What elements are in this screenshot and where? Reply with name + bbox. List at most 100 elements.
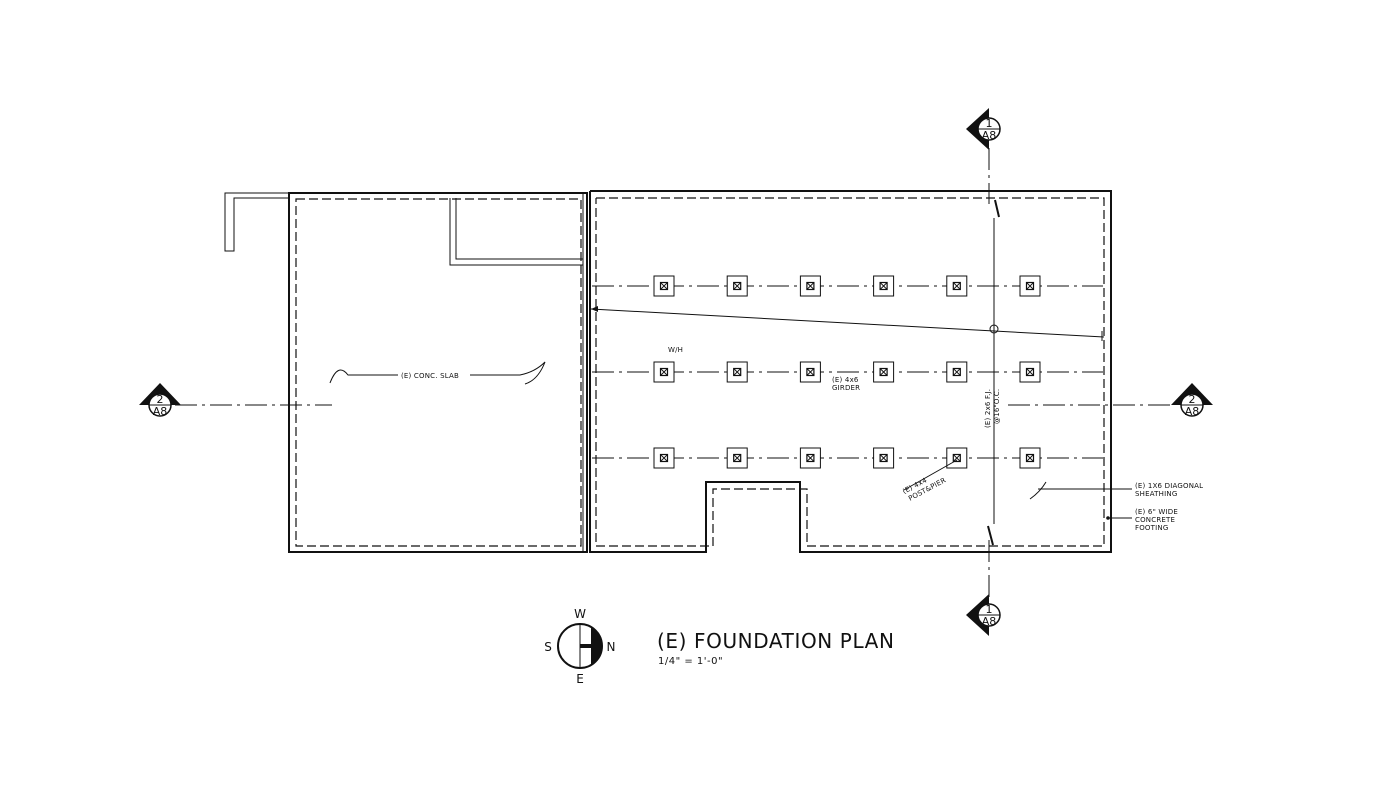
note-water-heater: W/H bbox=[668, 346, 683, 354]
pier bbox=[653, 361, 675, 383]
pier-post bbox=[806, 367, 815, 377]
slab-building bbox=[224, 192, 588, 553]
section-1-tick-top bbox=[994, 199, 1000, 218]
pier bbox=[946, 447, 968, 469]
pier-post-cross bbox=[733, 282, 742, 290]
pier bbox=[873, 361, 895, 383]
pier-post-cross bbox=[1026, 454, 1034, 462]
pier-post bbox=[659, 367, 669, 377]
pier bbox=[1019, 361, 1041, 383]
plan-scale: 1/4" = 1'-0" bbox=[658, 656, 723, 667]
compass-north-fill bbox=[591, 627, 602, 665]
pier bbox=[1019, 275, 1041, 297]
section-marker-number: 2 bbox=[157, 393, 164, 406]
pier-post-cross bbox=[660, 454, 668, 462]
joist-direction-line bbox=[590, 308, 1105, 338]
section-marker-1-bottom: 1 A8 bbox=[966, 594, 1001, 636]
section-marker-1-top: 1 A8 bbox=[966, 108, 1001, 150]
pier-post-cross bbox=[879, 282, 888, 290]
section-marker-sheet: A8 bbox=[1185, 405, 1200, 418]
compass-label-bottom: E bbox=[576, 672, 584, 686]
pier-post bbox=[733, 453, 742, 463]
note-footing-2: CONCRETE bbox=[1135, 516, 1175, 524]
post-pier-leader bbox=[903, 459, 958, 491]
pier-post bbox=[952, 453, 961, 463]
pier-post-cross bbox=[879, 454, 888, 462]
pier-post-cross bbox=[952, 282, 961, 290]
crawlspace-footing-line bbox=[595, 197, 1105, 547]
pier-post bbox=[1025, 281, 1035, 291]
note-footing-1: (E) 6" WIDE bbox=[1135, 508, 1178, 516]
pier bbox=[873, 447, 895, 469]
pier bbox=[1019, 447, 1041, 469]
pier-post bbox=[1025, 453, 1035, 463]
slab-interior-wall bbox=[449, 198, 583, 266]
pier bbox=[726, 447, 748, 469]
section-marker-number: 1 bbox=[986, 117, 993, 130]
slab-footing-line bbox=[295, 198, 582, 547]
pier-post-cross bbox=[733, 454, 742, 462]
pier bbox=[799, 361, 821, 383]
note-floor-joist: (E) 2x6 F.J. bbox=[984, 389, 992, 428]
note-joist-spacing: @16"O.C. bbox=[993, 389, 1001, 424]
pier-post bbox=[733, 281, 742, 291]
slab-outer-wall bbox=[288, 192, 588, 553]
pier-post bbox=[952, 281, 961, 291]
note-girder-size: (E) 4x6 bbox=[832, 376, 859, 384]
pier-post-cross bbox=[1026, 282, 1034, 290]
pier-post-cross bbox=[806, 282, 815, 290]
section-marker-2-left: 2 A8 bbox=[139, 383, 181, 418]
note-sheathing-1: (E) 1X6 DIAGONAL bbox=[1135, 482, 1203, 490]
pier-post bbox=[952, 367, 961, 377]
pier bbox=[799, 447, 821, 469]
crawlspace-outer-wall bbox=[589, 190, 1112, 553]
note-girder: GIRDER bbox=[832, 384, 860, 392]
pier-post bbox=[806, 453, 815, 463]
compass-label-right: N bbox=[607, 640, 616, 654]
pier bbox=[726, 275, 748, 297]
pier-post-cross bbox=[806, 368, 815, 376]
pier bbox=[873, 275, 895, 297]
pier-post-cross bbox=[806, 454, 815, 462]
pier-post bbox=[1025, 367, 1035, 377]
pier-post bbox=[659, 281, 669, 291]
crawlspace-foundation bbox=[589, 190, 1112, 553]
footing-leader-dot bbox=[1106, 516, 1110, 520]
pier-post-cross bbox=[952, 368, 961, 376]
pier bbox=[653, 447, 675, 469]
note-conc-slab: (E) CONC. SLAB bbox=[401, 372, 459, 380]
section-marker-sheet: A8 bbox=[153, 405, 168, 418]
joist-arrow-left bbox=[591, 306, 598, 312]
pier-post-cross bbox=[879, 368, 888, 376]
section-1-tick-bottom bbox=[987, 525, 994, 546]
pier-post bbox=[879, 453, 888, 463]
slab-leader-right bbox=[470, 361, 546, 385]
compass-label-top: W bbox=[574, 607, 586, 621]
pier-post bbox=[806, 281, 815, 291]
pier-post bbox=[733, 367, 742, 377]
pier-grid bbox=[653, 275, 1041, 469]
slab-leader-left bbox=[329, 369, 398, 384]
joist-span-marker bbox=[989, 324, 999, 334]
sheathing-leader bbox=[1029, 481, 1132, 500]
pier-post bbox=[879, 281, 888, 291]
slab-side-stoop bbox=[224, 192, 289, 252]
compass: W S N E bbox=[544, 607, 615, 686]
pier-post-cross bbox=[1026, 368, 1034, 376]
pier-post bbox=[879, 367, 888, 377]
section-marker-2-right: 2 A8 bbox=[1171, 383, 1213, 418]
plan-title: (E) FOUNDATION PLAN bbox=[657, 629, 895, 653]
pier bbox=[946, 275, 968, 297]
pier-post-cross bbox=[660, 368, 668, 376]
pier bbox=[726, 361, 748, 383]
pier-post-cross bbox=[952, 454, 961, 462]
section-marker-sheet: A8 bbox=[982, 615, 997, 628]
note-footing-3: FOOTING bbox=[1135, 524, 1168, 532]
section-marker-number: 2 bbox=[1189, 393, 1196, 406]
compass-label-left: S bbox=[544, 640, 552, 654]
pier bbox=[799, 275, 821, 297]
note-sheathing-2: SHEATHING bbox=[1135, 490, 1177, 498]
pier bbox=[946, 361, 968, 383]
